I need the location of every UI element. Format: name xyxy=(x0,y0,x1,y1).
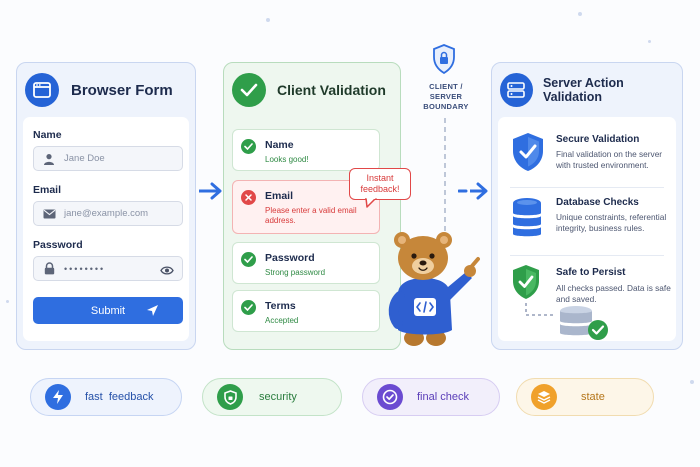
server-item-description: Unique constraints, referential integrit… xyxy=(556,212,667,233)
name-placeholder: Jane Doe xyxy=(64,153,105,164)
lock-icon xyxy=(42,262,56,276)
server-validation-title: Server Action Validation xyxy=(542,76,624,104)
validation-message: Strong password xyxy=(265,268,326,277)
decor-dot xyxy=(578,12,582,16)
name-label: Name xyxy=(33,129,62,141)
send-icon xyxy=(146,304,159,320)
decor-dot xyxy=(648,40,651,43)
check-circle-icon xyxy=(241,300,256,315)
shield-icon xyxy=(217,384,243,410)
chip-label: fast feedback xyxy=(85,391,154,403)
chip-fast-feedback: fast feedback xyxy=(30,378,182,416)
client-validation-panel: Client Validation Name Looks good! Email… xyxy=(223,62,401,350)
decor-dot xyxy=(690,380,694,384)
bubble-line: feedback! xyxy=(360,184,400,194)
validation-card-terms: Terms Accepted xyxy=(232,290,380,332)
eye-icon[interactable] xyxy=(160,263,174,281)
bear-mascot-icon xyxy=(388,232,480,346)
instant-feedback-bubble: Instant feedback! xyxy=(349,168,411,200)
server-item-title: Safe to Persist xyxy=(556,267,626,278)
validation-title: Email xyxy=(265,190,294,202)
server-validation-panel: Server Action Validation Secure Validati… xyxy=(491,62,683,350)
browser-form-body: Name Jane Doe Email jane@example.com Pas… xyxy=(23,117,189,341)
validation-message: Looks good! xyxy=(265,155,309,164)
lightning-icon xyxy=(45,384,71,410)
divider xyxy=(510,255,664,256)
server-icon xyxy=(500,73,533,107)
shield-check-icon xyxy=(513,133,543,171)
bubble-tail xyxy=(365,198,377,208)
chip-security: security xyxy=(202,378,342,416)
user-icon xyxy=(42,152,56,166)
arrow-right-icon xyxy=(199,182,222,200)
shield-check-icon xyxy=(513,265,539,299)
boundary-label-line: BOUNDARY xyxy=(423,102,469,111)
browser-form-title: Browser Form xyxy=(71,81,173,99)
browser-form-panel: Browser Form Name Jane Doe Email jane@ex… xyxy=(16,62,196,350)
validation-card-name: Name Looks good! xyxy=(232,129,380,171)
chip-label: final check xyxy=(417,391,469,403)
boundary-shield-icon xyxy=(433,44,455,74)
password-label: Password xyxy=(33,239,83,251)
browser-form-header: Browser Form xyxy=(17,63,195,117)
email-placeholder: jane@example.com xyxy=(64,208,149,219)
validation-message: Accepted xyxy=(265,316,299,325)
server-item-title: Database Checks xyxy=(556,197,639,208)
validation-message: Please enter a valid email address. xyxy=(265,206,357,225)
validation-title: Name xyxy=(265,139,294,151)
boundary-label-line: SERVER xyxy=(429,92,463,101)
validation-title: Password xyxy=(265,252,315,264)
check-circle-icon xyxy=(241,252,256,267)
arrow-right-icon xyxy=(458,182,488,200)
browser-window-icon xyxy=(25,73,59,107)
server-item-title: Secure Validation xyxy=(556,134,640,145)
divider xyxy=(510,187,664,188)
dashed-connector xyxy=(525,303,556,316)
error-x-icon xyxy=(241,190,256,205)
mail-icon xyxy=(42,207,56,221)
server-item-description: All checks passed. Data is safe and save… xyxy=(556,283,671,304)
decor-dot xyxy=(266,18,270,22)
server-validation-header: Server Action Validation xyxy=(492,63,682,117)
chip-label: security xyxy=(259,391,297,403)
layers-icon xyxy=(531,384,557,410)
boundary-label-line: CLIENT / xyxy=(429,82,463,91)
chip-label: state xyxy=(581,391,605,403)
submit-button[interactable]: Submit xyxy=(33,297,183,324)
email-input[interactable]: jane@example.com xyxy=(33,201,183,226)
database-icon xyxy=(513,198,541,237)
chip-final-check: final check xyxy=(362,378,500,416)
submit-label: Submit xyxy=(90,304,126,317)
decor-dot xyxy=(6,300,9,303)
server-validation-body: Secure Validation Final validation on th… xyxy=(498,117,676,341)
check-circle-icon xyxy=(241,139,256,154)
validation-title: Terms xyxy=(265,300,296,312)
password-input[interactable]: •••••••• xyxy=(33,256,183,281)
client-validation-header: Client Validation xyxy=(224,63,400,117)
validation-card-password: Password Strong password xyxy=(232,242,380,284)
check-badge-icon xyxy=(232,73,266,107)
check-circle-icon xyxy=(377,384,403,410)
name-input[interactable]: Jane Doe xyxy=(33,146,183,171)
saved-database-icon xyxy=(560,306,608,340)
email-label: Email xyxy=(33,184,62,196)
bubble-line: Instant xyxy=(366,173,394,183)
boundary-dashed-line xyxy=(444,118,446,246)
password-placeholder: •••••••• xyxy=(64,263,106,274)
chip-state: state xyxy=(516,378,654,416)
client-validation-title: Client Validation xyxy=(277,82,386,98)
boundary-label: CLIENT / SERVER BOUNDARY xyxy=(418,82,474,112)
server-item-description: Final validation on the server with trus… xyxy=(556,149,663,170)
